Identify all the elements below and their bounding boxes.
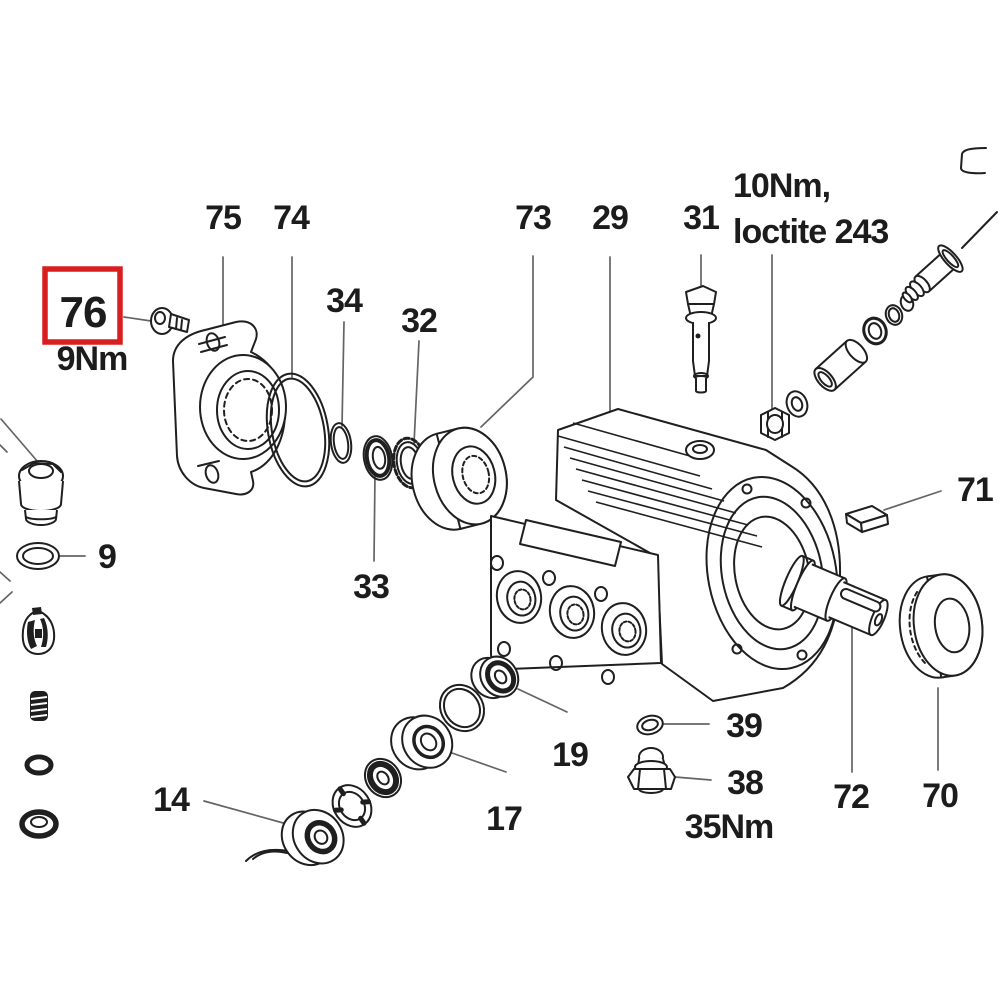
- callout-32: 32: [401, 302, 437, 340]
- callout-33: 33: [353, 568, 389, 606]
- torque-38: 35Nm: [685, 808, 774, 846]
- o-ring-mid: [438, 683, 486, 733]
- o-ring-39: [636, 714, 664, 736]
- callout-31: 31: [683, 199, 719, 237]
- callout-72: 72: [833, 778, 869, 816]
- bolt-76: [150, 307, 190, 335]
- spacer-sleeve: [813, 338, 869, 392]
- callout-39: 39: [726, 707, 762, 745]
- callout-38: 38: [727, 764, 763, 802]
- valve-spring: [30, 691, 48, 721]
- plunger-bores: [495, 570, 648, 656]
- pump-crankcase-29: [555, 408, 842, 702]
- torque-note-line2: loctite 243: [733, 213, 888, 251]
- bearing-70: [898, 573, 984, 679]
- oil-seal-14: [280, 808, 345, 867]
- bearing-17: [390, 714, 454, 771]
- torque-note-line1: 10Nm,: [733, 167, 830, 205]
- cylinder-head-block: [490, 515, 662, 685]
- callout-70: 70: [922, 777, 958, 815]
- hex-nut-10nm: [760, 407, 790, 441]
- callout-34: 34: [326, 282, 363, 320]
- dark-seal: [363, 757, 403, 799]
- highlight-box-76: [42, 266, 123, 345]
- valve-seat-seal: [19, 809, 59, 839]
- cooling-fins: [557, 422, 763, 548]
- crankshaft-72: [778, 554, 889, 637]
- small-o-ring: [24, 754, 54, 776]
- callout-75: 75: [205, 199, 241, 237]
- ring-34: [329, 422, 353, 464]
- ring-b: [884, 304, 904, 326]
- ring-a: [862, 316, 888, 346]
- head-bolt-holes: [490, 555, 615, 685]
- callout-19: 19: [552, 736, 588, 774]
- callout-74: 74: [273, 199, 310, 237]
- o-ring-74: [265, 372, 331, 488]
- callout-73: 73: [515, 199, 551, 237]
- bearing-73: [410, 426, 508, 531]
- piston-guide: [901, 244, 964, 304]
- callout-17: 17: [486, 800, 522, 838]
- slotted-washer: [331, 784, 373, 828]
- callout-labels: 75 74 34 32 73 29 31 10Nm, loctite 243 7…: [57, 167, 994, 846]
- valve-cap-31: [685, 285, 717, 394]
- drain-plug-38: [627, 747, 676, 794]
- seal-ring-33: [362, 435, 394, 481]
- callout-29: 29: [592, 199, 628, 237]
- callout-9: 9: [98, 538, 116, 576]
- torque-76: 9Nm: [57, 340, 128, 378]
- rod-line: [961, 211, 998, 249]
- shaft-key-71: [845, 505, 889, 533]
- hex-plug: [18, 460, 64, 526]
- seal-19: [470, 655, 520, 700]
- callout-76: 76: [60, 288, 107, 337]
- bell-housing: [705, 476, 839, 670]
- leader-lines: [0, 254, 942, 827]
- valve-poppet: [21, 607, 56, 655]
- o-ring-9: [16, 542, 60, 570]
- callout-14: 14: [153, 781, 190, 819]
- washer: [785, 390, 809, 418]
- bearing-flange-75: [172, 320, 287, 496]
- callout-71: 71: [957, 471, 993, 509]
- retainer-clip: [960, 147, 987, 175]
